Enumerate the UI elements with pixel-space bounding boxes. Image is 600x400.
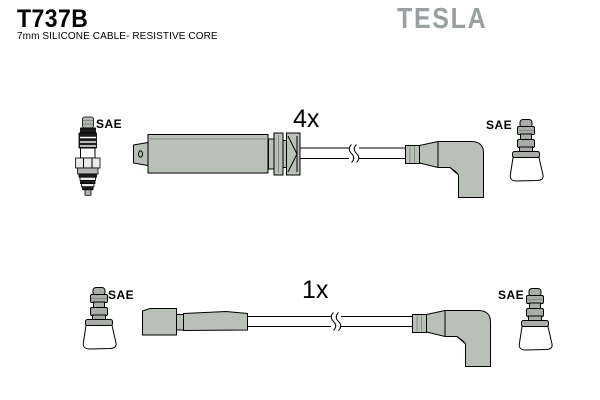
product-subtitle: 7mm SILICONE CABLE- RESISTIVE CORE [17, 31, 218, 42]
sae-terminal-icon-bottom-left [82, 287, 117, 350]
label-sae-top-left: SAE [96, 117, 123, 131]
bottom-cable-wire [248, 312, 412, 331]
cylinder-boot-icon [133, 132, 301, 176]
quantity-label-bottom: 1x [302, 276, 329, 304]
elbow-boot-icon-top [405, 141, 484, 198]
tesla-brand-logo: TESLA [397, 3, 488, 35]
straight-boot-icon [142, 308, 248, 336]
label-sae-bottom-left: SAE [108, 288, 135, 302]
wire-break-icon [348, 144, 360, 163]
label-sae-top-right: SAE [486, 118, 513, 132]
quantity-label-top: 4x [293, 105, 320, 133]
elbow-boot-icon-bottom [412, 310, 491, 367]
wire-break-icon [330, 312, 342, 331]
part-number-title: T737B [17, 5, 89, 33]
sae-terminal-icon-top-right [509, 119, 544, 182]
label-sae-bottom-right: SAE [498, 288, 525, 302]
top-cable-wire [300, 144, 405, 163]
spark-plug-icon [75, 116, 101, 196]
sae-terminal-icon-bottom-right [518, 288, 553, 351]
